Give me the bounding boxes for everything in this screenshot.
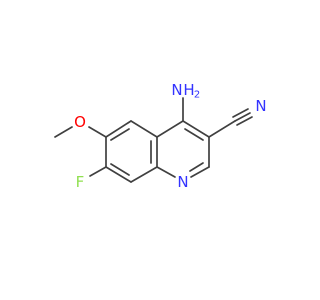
bond-c4-c3 bbox=[182, 120, 210, 138]
atom-labels: N H 2 N N O F bbox=[74, 81, 267, 191]
amine-nitrogen-label: N bbox=[171, 81, 182, 99]
amine-hydrogen-label: H bbox=[183, 81, 194, 99]
bond-lines bbox=[54, 97, 253, 183]
bond-c7-c8 bbox=[105, 166, 132, 183]
molecule-structure-diagram: N H 2 N N O F bbox=[54, 81, 267, 191]
bond-c2-n1 bbox=[190, 166, 210, 178]
bond-c6-o bbox=[88, 126, 107, 138]
bond-c8-c8a bbox=[130, 166, 158, 183]
bond-c5-c6 bbox=[105, 120, 132, 138]
bond-c3-cn bbox=[208, 120, 236, 138]
amine-hydrogen-count-label: 2 bbox=[194, 90, 200, 101]
bond-triple-3 bbox=[236, 116, 253, 126]
bond-o-ch3 bbox=[54, 126, 73, 138]
bond-triple-2 bbox=[232, 108, 249, 118]
bond-triple-1 bbox=[234, 112, 251, 122]
bond-c2-n1-inner bbox=[189, 162, 204, 172]
fluorine-label: F bbox=[76, 173, 85, 191]
methoxy-oxygen-label: O bbox=[74, 113, 86, 131]
nitrile-nitrogen-label: N bbox=[255, 97, 266, 115]
bond-c4-c3-inner bbox=[184, 128, 204, 141]
ring-nitrogen-label: N bbox=[177, 173, 188, 191]
bond-n1-c8a bbox=[156, 166, 176, 178]
bond-c4a-c5 bbox=[130, 120, 158, 138]
bond-c7-f bbox=[89, 166, 107, 177]
bond-c7-c8-inner bbox=[110, 163, 130, 176]
bond-c5-c6-inner bbox=[110, 128, 130, 141]
bond-c4a-c4 bbox=[156, 120, 184, 138]
